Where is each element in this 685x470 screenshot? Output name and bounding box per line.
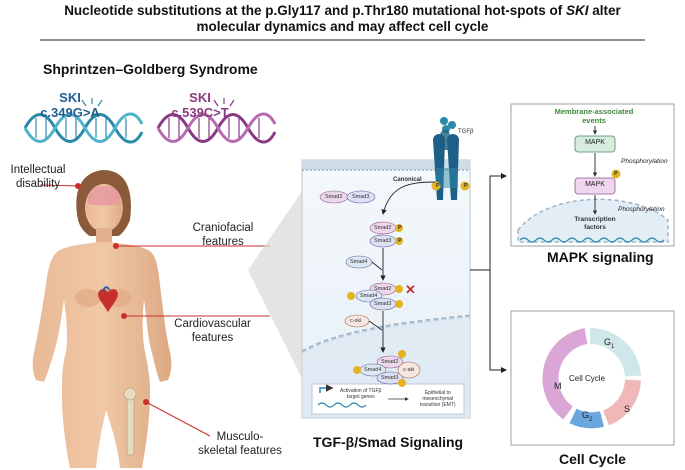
smad3-free: Smad3	[352, 194, 370, 200]
nuclear-smad2: Smad2	[381, 359, 399, 365]
membrane-events-label: Membrane-associated events	[541, 107, 647, 125]
cell-cycle-heading: Cell Cycle	[559, 451, 626, 467]
feature-musculo-l1: Musculo-	[216, 431, 264, 443]
membrane-l1: Membrane-associated	[554, 107, 634, 116]
smad3-p-badge: P	[398, 238, 402, 244]
mapk-heading: MAPK signaling	[547, 249, 654, 265]
feature-cardiovascular: Cardiovascular features	[160, 318, 265, 345]
emt-l1: Epithelial to	[424, 390, 451, 396]
variant2-gene: SKI	[189, 90, 211, 105]
tgf-heading: TGF-β/Smad Signaling	[313, 434, 464, 450]
figure-title-line1: Nucleotide substitutions at the p.Gly117…	[0, 3, 685, 19]
tf-l1: Transcription	[574, 216, 616, 223]
phase-g1: G1	[604, 337, 614, 350]
feature-cardiovascular-l2: features	[191, 331, 234, 344]
mapk-panel	[510, 103, 675, 247]
emt-label: Epithelial to mesenchymal transition (EM…	[420, 390, 456, 408]
tgf-receptor	[431, 117, 470, 200]
title-text-a: Nucleotide substitutions at the p.Gly117…	[64, 3, 566, 18]
feature-cardiovascular-l1: Cardiovascular	[174, 318, 251, 330]
variant1-label: SKI c.349G>A	[30, 90, 110, 120]
smad4-free: Smad4	[350, 259, 368, 265]
smad2-p-badge: P	[398, 225, 402, 231]
receptor-p-left: P	[436, 183, 440, 189]
transcription-factors: Transcription factors	[565, 216, 625, 231]
feature-craniofacial: Craniofacial features	[178, 222, 268, 249]
activation-label: Activation of TGFβ target genes	[340, 388, 381, 400]
phase-g1-sub: 1	[611, 343, 615, 350]
human-body-figure	[32, 170, 172, 468]
nuclear-smad3: Smad3	[381, 375, 399, 381]
phosphorylation-1: Phosphorylation	[621, 158, 668, 165]
title-gene-italic: SKI	[566, 3, 589, 18]
title-text-b: alter	[588, 3, 621, 18]
activation-l2: target genes	[346, 394, 375, 400]
mapk-inactive: MAPK	[585, 139, 605, 146]
variant2-label: SKI c.539C>T	[160, 90, 240, 120]
feature-musculoskeletal: Musculo- skeletal features	[192, 431, 288, 458]
activation-l1: Activation of TGFβ	[340, 388, 382, 394]
feature-craniofacial-l1: Craniofacial	[192, 222, 254, 234]
emt-l3: transition (EMT)	[420, 402, 456, 408]
phase-g2: G2	[582, 410, 592, 423]
feature-intellectual-l1: Intellectual	[10, 164, 66, 176]
feature-connectors	[39, 184, 270, 437]
nuclear-smad4: Smad4	[364, 367, 382, 373]
nuclear-cski: c-ski	[403, 367, 415, 373]
mapk-active: MAPK	[585, 181, 605, 188]
mapk-p-badge: P	[614, 171, 618, 177]
smad3-p: Smad3	[374, 238, 392, 244]
cski-free: c-ski	[350, 318, 362, 324]
feature-intellectual: Intellectual disability	[8, 164, 68, 191]
dna-helix-purple	[156, 98, 277, 144]
feature-intellectual-l2: disability	[15, 177, 61, 190]
feature-craniofacial-l2: features	[202, 235, 244, 248]
smad2-free: Smad2	[325, 194, 343, 200]
tf-l2: factors	[584, 223, 606, 231]
phase-s: S	[624, 404, 631, 414]
dna-helix-blue	[23, 98, 144, 144]
phase-g2-sub: 2	[589, 416, 593, 423]
phase-g1-letter: G	[604, 337, 612, 347]
canonical-label: Canonical	[393, 177, 422, 183]
tgfb-ligand-label: TGFβ	[458, 129, 474, 135]
emt-l2: mesenchymal	[422, 396, 454, 402]
receptor-p-right: P	[464, 183, 468, 189]
variant1-gene: SKI	[59, 90, 81, 105]
phase-m: M	[554, 381, 562, 391]
phase-g2-letter: G	[582, 410, 590, 420]
svg-text:✕: ✕	[405, 282, 416, 297]
syndrome-title: Shprintzen–Goldberg Syndrome	[43, 61, 258, 77]
panel-connectors	[470, 173, 507, 373]
figure-title-line2: molecular dynamics and may affect cell c…	[196, 19, 489, 34]
membrane-l2: events	[582, 116, 606, 125]
cell-cycle-panel	[510, 310, 675, 446]
complex-smad2: Smad2	[374, 286, 392, 292]
variant1-mutation: c.349G>A	[40, 105, 100, 120]
smad2-p: Smad2	[374, 225, 392, 231]
variant2-mutation: c.539C>T	[171, 105, 229, 120]
phosphorylation-2: Phosphorylation	[618, 206, 665, 213]
smad-pathway: ✕	[319, 181, 436, 387]
cell-cycle-center: Cell Cycle	[569, 374, 606, 383]
complex-smad3: Smad3	[374, 301, 392, 307]
complex-smad4: Smad4	[360, 293, 378, 299]
feature-musculo-l2: skeletal features	[198, 444, 282, 457]
